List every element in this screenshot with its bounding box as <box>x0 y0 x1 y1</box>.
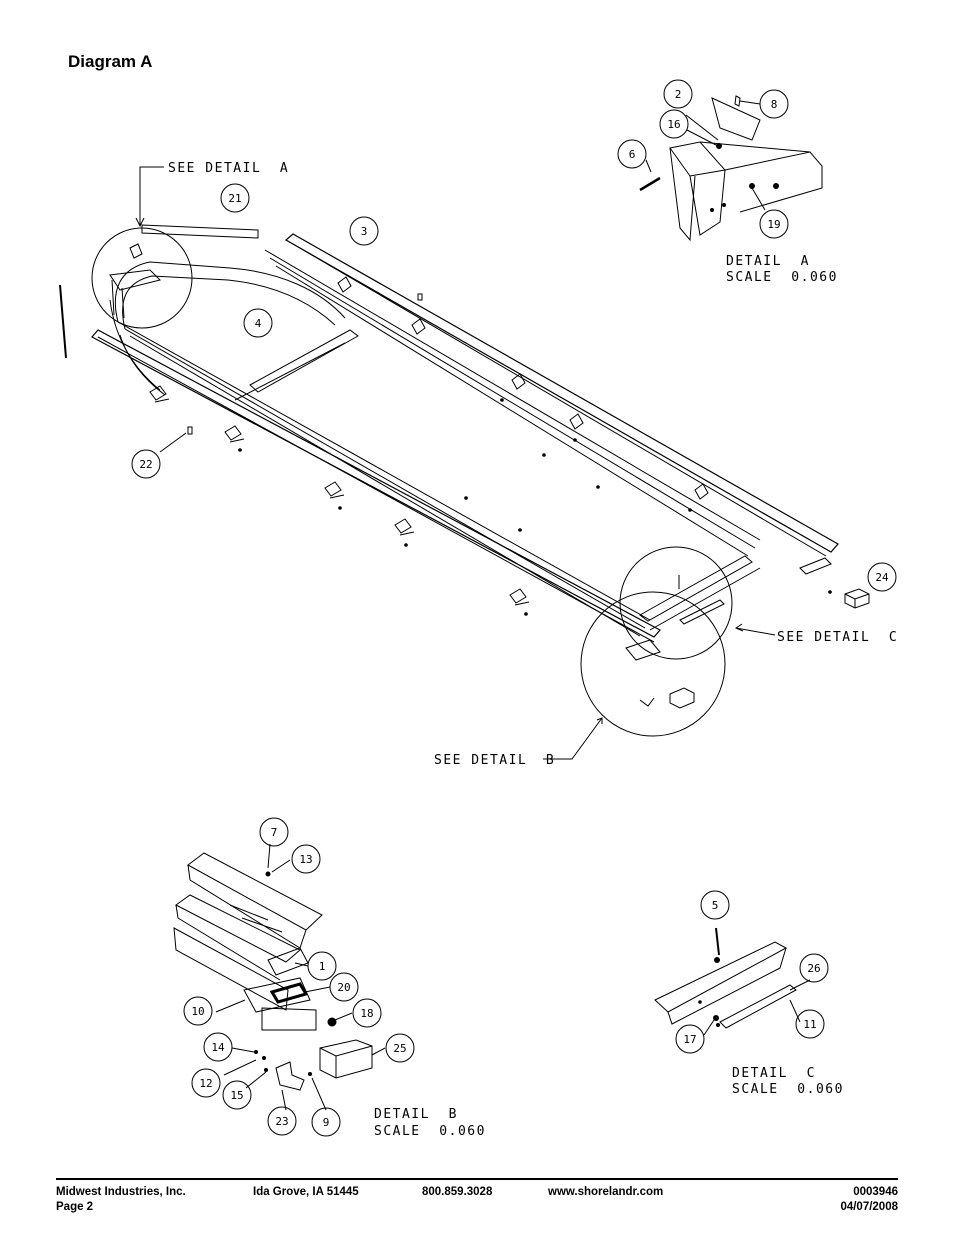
callout-10: 10 <box>183 996 213 1026</box>
svg-text:5: 5 <box>712 899 719 912</box>
svg-text:7: 7 <box>271 826 278 839</box>
svg-text:13: 13 <box>299 853 312 866</box>
see-detail-b-note: SEE DETAIL B <box>434 753 555 768</box>
callout-23: 23 <box>267 1106 297 1136</box>
detail-b-title: DETAIL B <box>374 1107 458 1122</box>
detail-b-scale: SCALE 0.060 <box>374 1124 486 1139</box>
footer-doc-number: 0003946 <box>853 1186 898 1198</box>
callout-14: 14 <box>203 1032 233 1062</box>
footer-company: Midwest Industries, Inc. <box>56 1186 186 1198</box>
callout-19: 19 <box>759 209 789 239</box>
svg-text:20: 20 <box>337 981 350 994</box>
callout-11: 11 <box>795 1009 825 1039</box>
svg-text:10: 10 <box>191 1005 204 1018</box>
detail-c-drawing <box>654 927 811 1036</box>
detail-a-drawing <box>639 95 823 242</box>
callout-2: 2 <box>663 79 693 109</box>
detail-circles <box>59 227 733 737</box>
trailer-frame <box>91 224 870 643</box>
svg-text:3: 3 <box>361 225 368 238</box>
detail-notes: SEE DETAIL A SEE DETAIL C SEE DETAIL B D… <box>168 161 898 1139</box>
see-detail-c-note: SEE DETAIL C <box>777 630 898 645</box>
svg-text:8: 8 <box>771 98 778 111</box>
see-detail-a-note: SEE DETAIL A <box>168 161 289 176</box>
callout-17: 17 <box>675 1024 705 1054</box>
callout-5: 5 <box>700 890 730 920</box>
callout-9: 9 <box>311 1107 341 1137</box>
callout-20: 20 <box>329 972 359 1002</box>
footer-date: 04/07/2008 <box>840 1201 898 1213</box>
svg-text:18: 18 <box>360 1007 373 1020</box>
callout-4: 4 <box>243 308 273 338</box>
svg-text:14: 14 <box>211 1041 225 1054</box>
svg-text:21: 21 <box>228 192 241 205</box>
callout-3: 3 <box>349 216 379 246</box>
svg-text:9: 9 <box>323 1116 330 1129</box>
callout-15: 15 <box>222 1080 252 1110</box>
svg-text:24: 24 <box>875 571 889 584</box>
svg-text:17: 17 <box>683 1033 696 1046</box>
detail-b-drawing <box>173 843 386 1111</box>
svg-text:25: 25 <box>393 1042 406 1055</box>
callout-13: 13 <box>291 844 321 874</box>
footer-phone: 800.859.3028 <box>422 1186 493 1198</box>
callout-7: 7 <box>259 817 289 847</box>
svg-text:4: 4 <box>255 317 262 330</box>
leader-lines <box>135 166 776 760</box>
footer-page-number: Page 2 <box>56 1201 94 1213</box>
callout-25: 25 <box>385 1033 415 1063</box>
callout-16: 16 <box>659 109 689 139</box>
svg-text:16: 16 <box>667 118 680 131</box>
svg-text:19: 19 <box>767 218 780 231</box>
callouts: 2 8 16 6 19 21 3 4 22 24 7 13 1 20 10 18… <box>131 79 897 1137</box>
svg-text:11: 11 <box>803 1018 816 1031</box>
callout-26: 26 <box>799 953 829 983</box>
svg-text:1: 1 <box>319 960 326 973</box>
svg-text:22: 22 <box>139 458 152 471</box>
footer-location: Ida Grove, IA 51445 <box>253 1186 359 1198</box>
detail-c-scale: SCALE 0.060 <box>732 1082 844 1097</box>
page-title: Diagram A <box>68 52 153 71</box>
svg-text:2: 2 <box>675 88 682 101</box>
detail-a-scale: SCALE 0.060 <box>726 270 838 285</box>
callout-1: 1 <box>307 951 337 981</box>
callout-12: 12 <box>191 1068 221 1098</box>
callout-22: 22 <box>131 449 161 479</box>
callout-6: 6 <box>617 139 647 169</box>
callout-8: 8 <box>759 89 789 119</box>
svg-text:23: 23 <box>275 1115 288 1128</box>
detail-c-title: DETAIL C <box>732 1066 816 1081</box>
callout-24: 24 <box>867 562 897 592</box>
page-footer: Midwest Industries, Inc. Page 2 Ida Grov… <box>56 1178 898 1213</box>
footer-website: www.shorelandr.com <box>548 1186 664 1198</box>
detail-a-title: DETAIL A <box>726 254 810 269</box>
svg-text:26: 26 <box>807 962 820 975</box>
callout-18: 18 <box>352 998 382 1028</box>
svg-text:6: 6 <box>629 148 636 161</box>
callout-21: 21 <box>220 183 250 213</box>
svg-text:12: 12 <box>199 1077 212 1090</box>
svg-text:15: 15 <box>230 1089 243 1102</box>
